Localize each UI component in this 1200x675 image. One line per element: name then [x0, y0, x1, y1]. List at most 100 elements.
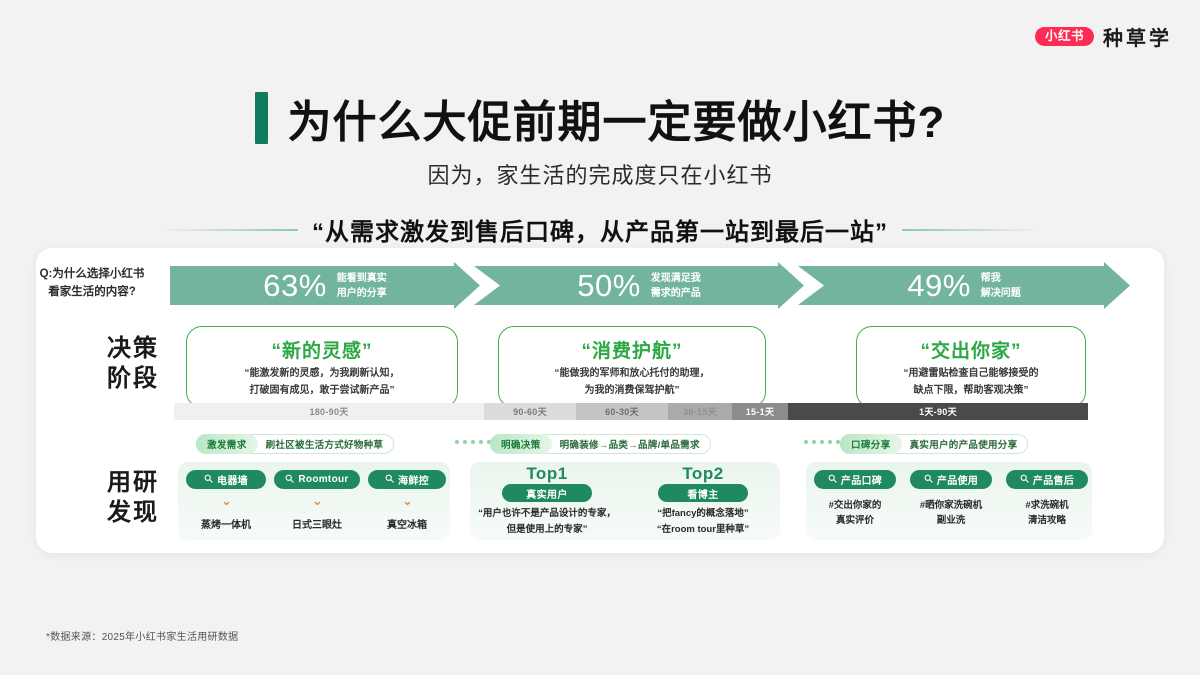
tag-row-connector-2: [804, 440, 840, 444]
search-pill-left-1[interactable]: 电器墙: [186, 470, 266, 489]
search-pill-right-1[interactable]: 产品口碑: [814, 470, 896, 489]
funnel-desc-3-line2: 解决问题: [980, 287, 1021, 299]
research-hashtag-right-2-line2: 副业洗: [936, 515, 966, 527]
search-pill-right-1-label: 产品口碑: [840, 476, 883, 487]
research-hashtag-right-1-line2: 真实评价: [835, 515, 874, 527]
tagline-rule-left: [158, 228, 298, 231]
funnel-arrow-3: 49% 帮我 解决问题: [798, 262, 1130, 309]
research-quote-2-line2: “在room tour里种草”: [656, 523, 750, 535]
tag-row-1-text: 刷社区被生活方式好物种草: [265, 440, 384, 451]
question-label: Q:为什么选择小红书看家生活的内容?: [39, 268, 145, 298]
research-hashtag-right-3-line2: 清洁攻略: [1027, 515, 1066, 527]
research-quote-2: “把fancy的概念落地” “在room tour里种草”: [626, 506, 780, 537]
search-pill-left-2[interactable]: Roomtour: [274, 470, 360, 489]
funnel-percent-1: 63%: [263, 267, 327, 303]
decision-bubble-3: “交出你家” “用避雷贴检查自己能够接受的 缺点下限，帮助客观决策”: [856, 326, 1086, 408]
search-icon: [828, 474, 837, 486]
page-subtitle: 因为，家生活的完成度只在小红书: [427, 163, 773, 188]
decision-bubble-3-line1: “用避雷贴检查自己能够接受的: [903, 368, 1039, 379]
tag-row-2-pill: 明确决策: [490, 434, 552, 454]
search-pill-left-1-label: 电器墙: [217, 476, 248, 487]
research-rank-pill-1[interactable]: 真实用户: [502, 484, 592, 502]
funnel-desc-2: 发现满足我 需求的产品: [651, 271, 701, 301]
funnel-desc-1: 能看到真实 用户的分享: [337, 271, 387, 301]
search-pill-right-3[interactable]: 产品售后: [1006, 470, 1088, 489]
tag-row-3: 口碑分享 真实用户的产品使用分享: [840, 434, 1029, 454]
research-hashtag-right-2-line1: #晒你家洗碗机: [919, 500, 983, 511]
xiaohongshu-logo-pill: 小红书: [1034, 26, 1094, 47]
decision-bubble-2-line1: “能做我的军师和放心托付的助理，: [554, 368, 710, 379]
decision-bubble-2: “消费护航” “能做我的军师和放心托付的助理， 为我的消费保驾护航”: [498, 326, 766, 408]
research-hashtag-right-1: #交出你家的真实评价: [806, 498, 904, 528]
funnel-arrow-2: 50% 发现满足我 需求的产品: [474, 262, 804, 309]
research-rank-pill-2[interactable]: 看博主: [658, 484, 748, 502]
brand-logo: 小红书 种草学: [1034, 22, 1172, 51]
tag-row-1: 激发需求 刷社区被生活方式好物种草: [196, 434, 395, 454]
funnel-percent-2: 50%: [577, 267, 641, 303]
funnel-desc-2-line2: 需求的产品: [650, 287, 701, 299]
research-quote-1-line2: 但是使用上的专家”: [506, 523, 588, 535]
decision-bubble-2-line2: 为我的消费保驾护航”: [584, 384, 680, 396]
stage-label-decision: 决策阶段: [107, 335, 159, 392]
tag-row-3-pill: 口碑分享: [840, 434, 902, 454]
decision-bubble-3-title: “交出你家”: [920, 341, 1022, 362]
timeline-segment-6: 1天-90天: [788, 403, 1088, 420]
tagline-text: “从需求激发到售后口碑，从产品第一站到最后一站”: [312, 219, 888, 246]
decision-bubble-2-title: “消费护航”: [581, 341, 683, 362]
research-rank-1: Top1: [526, 464, 568, 483]
decision-bubble-1-line1: “能激发新的灵感，为我刷新认知，: [244, 368, 400, 379]
decision-bubble-1-line2: 打破固有成见，敢于尝试新产品”: [249, 384, 395, 396]
decision-bubble-1-title: “新的灵感”: [271, 341, 373, 362]
funnel-desc-1-line1: 能看到真实: [336, 272, 387, 284]
tag-row-2-text: 明确装修→品类→品牌/单品需求: [559, 440, 700, 451]
search-pill-right-3-label: 产品售后: [1032, 476, 1075, 487]
search-pill-right-2-label: 产品使用: [936, 476, 979, 487]
title-accent-bar: [254, 92, 268, 144]
tag-row-connector-1: [455, 440, 491, 444]
chevron-down-icon: ⌄: [221, 493, 232, 508]
timeline-segment-3: 60-30天: [576, 403, 668, 420]
research-panel-right: 产品口碑 #交出你家的真实评价 产品使用 #晒你家洗碗机副业洗 产品售后 #求洗碗机清洁攻…: [806, 462, 1092, 540]
research-keyword-left-3: 真空冰箱: [387, 520, 427, 531]
tagline-row: “从需求激发到售后口碑，从产品第一站到最后一站”: [0, 212, 1200, 247]
research-keyword-left-1: 蒸烤一体机: [201, 520, 251, 531]
research-hashtag-right-2: #晒你家洗碗机副业洗: [902, 498, 1000, 528]
tag-row-1-pill: 激发需求: [196, 434, 258, 454]
funnel-desc-3-line1: 帮我: [980, 272, 1001, 284]
research-quote-2-line1: “把fancy的概念落地”: [657, 508, 749, 519]
chevron-down-icon: ⌄: [402, 493, 413, 508]
funnel-percent-3: 49%: [907, 267, 971, 303]
research-hashtag-right-3-line1: #求洗碗机: [1025, 500, 1069, 511]
search-pill-left-3-label: 海鲜控: [398, 476, 429, 487]
decision-bubble-1-body: “能激发新的灵感，为我刷新认知， 打破固有成见，敢于尝试新产品”: [197, 366, 447, 399]
brand-name: 种草学: [1103, 28, 1172, 50]
search-pill-left-3[interactable]: 海鲜控: [368, 470, 446, 489]
timeline-segment-1: 180-90天: [174, 403, 484, 420]
decision-bubble-1: “新的灵感” “能激发新的灵感，为我刷新认知， 打破固有成见，敢于尝试新产品”: [186, 326, 458, 408]
research-hashtag-right-1-line1: #交出你家的: [828, 500, 882, 511]
research-rank-2: Top2: [682, 464, 724, 483]
funnel-desc-3: 帮我 解决问题: [981, 271, 1021, 301]
search-pill-right-2[interactable]: 产品使用: [910, 470, 992, 489]
funnel-arrow-1: 63% 能看到真实 用户的分享: [170, 262, 480, 309]
search-pill-left-2-label: Roomtour: [298, 474, 349, 485]
funnel-desc-1-line2: 用户的分享: [336, 287, 387, 299]
search-icon: [1020, 474, 1029, 486]
stage-label-research: 用研发现: [107, 469, 159, 526]
decision-bubble-2-body: “能做我的军师和放心托付的助理， 为我的消费保驾护航”: [509, 366, 755, 399]
chevron-down-icon: ⌄: [312, 493, 323, 508]
decision-bubble-3-line2: 缺点下限，帮助客观决策”: [913, 384, 1029, 396]
timeline-segment-2: 90-60天: [484, 403, 576, 420]
search-icon: [204, 474, 213, 486]
tagline-rule-right: [902, 228, 1042, 231]
research-quote-1: “用户也许不是产品设计的专家，但是使用上的专家”: [470, 506, 624, 537]
timeline-segment-4: 30-15天: [668, 403, 732, 420]
funnel-arrow-band: 63% 能看到真实 用户的分享 50% 发现满足我 需求的产品 49% 帮我 解…: [170, 262, 1130, 309]
page-title: 为什么大促前期一定要做小红书?: [287, 98, 946, 147]
footnote: *数据来源：2025年小红书家生活用研数据: [46, 632, 239, 643]
funnel-desc-2-line1: 发现满足我: [650, 272, 701, 284]
